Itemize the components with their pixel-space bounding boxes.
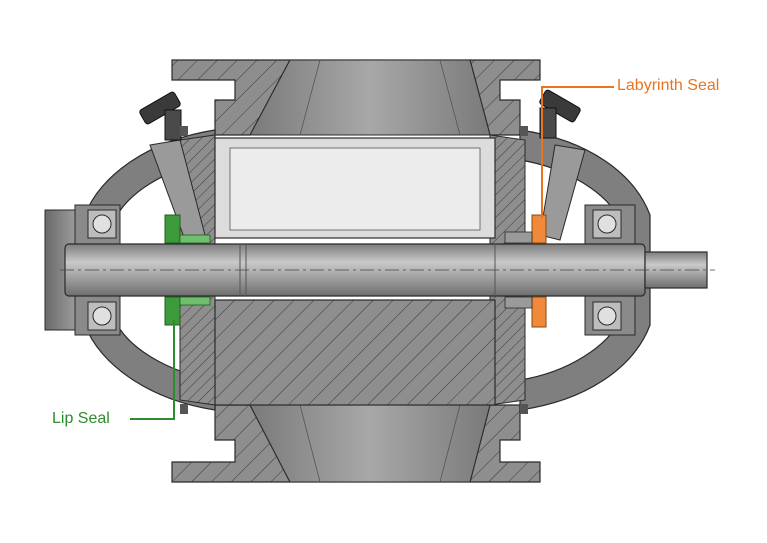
bottom-flange	[171, 404, 541, 483]
labyrinth-leader-line	[541, 86, 614, 218]
bearing-left-bottom	[87, 301, 117, 331]
labyrinth-seal-label: Labyrinth Seal	[617, 77, 720, 94]
right-housing	[489, 129, 651, 411]
labyrinth-seal	[504, 214, 547, 328]
bearing-right-top	[592, 209, 622, 239]
left-housing	[84, 129, 216, 411]
right-purge-fitting	[539, 89, 581, 139]
bearing-left-top	[87, 209, 117, 239]
top-flange	[171, 59, 541, 136]
lip-seal	[164, 214, 211, 326]
bearing-right-bottom	[592, 301, 622, 331]
lip-seal-label: Lip Seal	[52, 410, 110, 427]
housing-bolts	[180, 126, 528, 414]
shaft	[60, 243, 715, 297]
left-purge-fitting	[139, 91, 182, 141]
rotor-lower	[214, 299, 496, 406]
rotor-upper	[214, 137, 496, 239]
lip-leader-line	[130, 320, 175, 420]
